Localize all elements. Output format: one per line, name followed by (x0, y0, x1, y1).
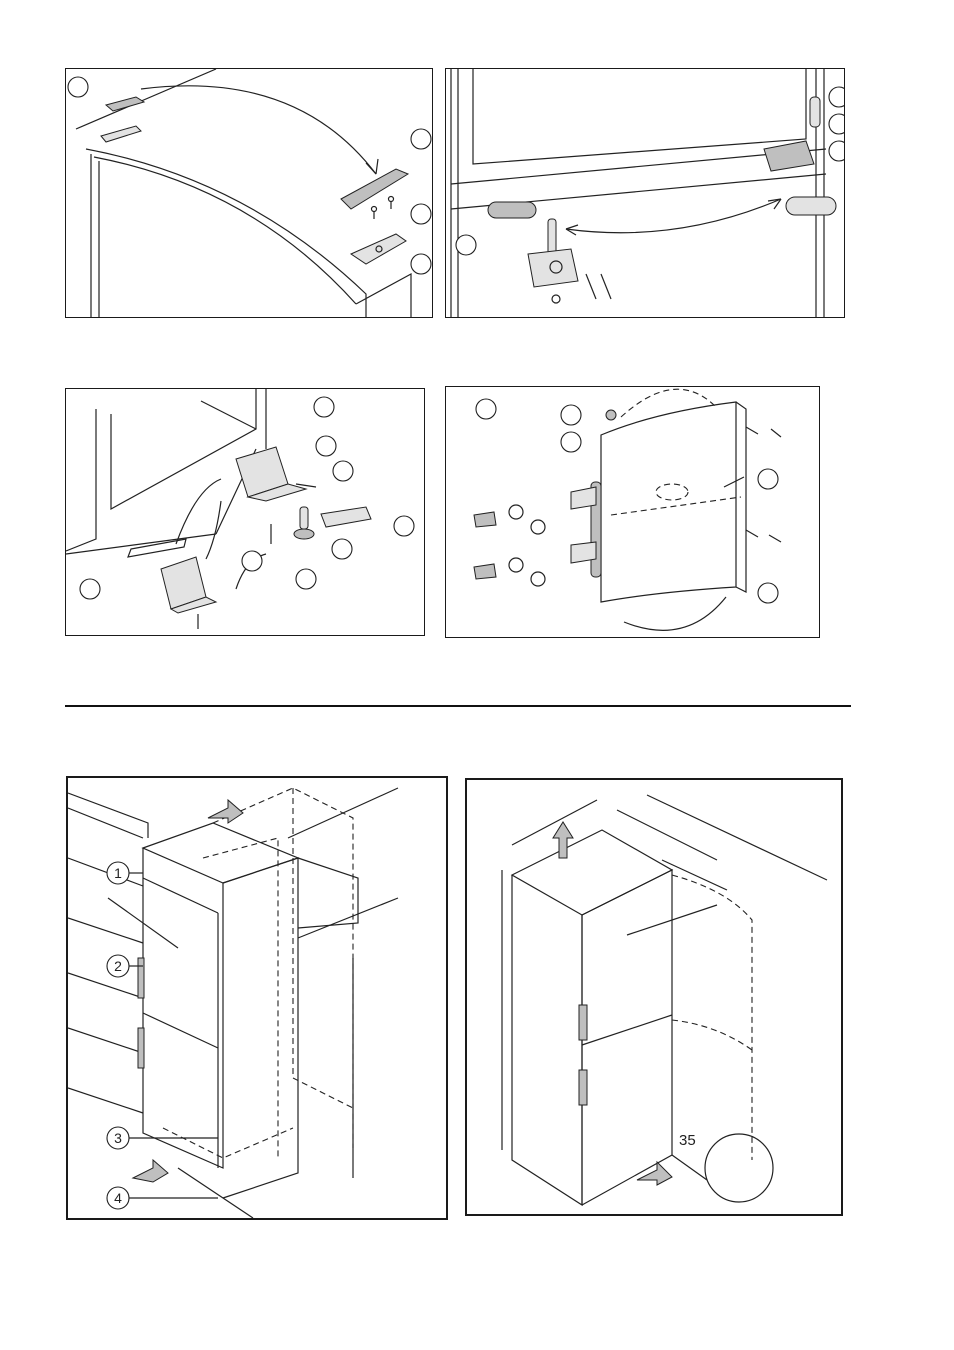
callout-4: 4 (114, 1190, 122, 1206)
section-divider (65, 705, 851, 707)
figure-panel-installation: 1 2 3 4 (66, 776, 448, 1220)
figure-panel-handle-swap (445, 386, 820, 638)
figure-panel-hinge-swap (445, 68, 845, 318)
figure-panel-dimensions: 35 (465, 778, 843, 1216)
callout-1: 1 (114, 865, 122, 881)
callout-3: 3 (114, 1130, 122, 1146)
callout-2: 2 (114, 958, 122, 974)
figure-panel-top-cover-swap (65, 68, 433, 318)
tilt-angle-label: 35 (679, 1132, 696, 1149)
figure-panel-middle-hinge (65, 388, 425, 636)
